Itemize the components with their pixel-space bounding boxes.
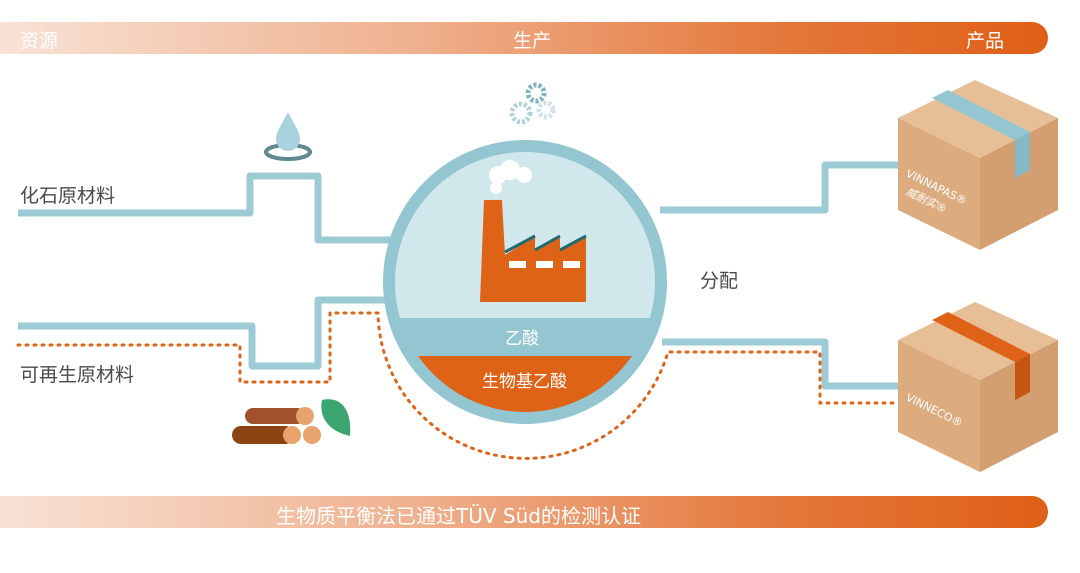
header-production: 生产 xyxy=(513,30,552,52)
fossil-pipe xyxy=(18,172,392,244)
wood-logs-icon xyxy=(232,407,321,444)
vinneco-box xyxy=(898,302,1058,472)
water-drop-icon xyxy=(264,112,312,161)
vinnapas-pipe xyxy=(660,161,898,214)
fossil-raw-material-label: 化石原材料 xyxy=(20,185,116,207)
renewable-raw-material-label: 可再生原材料 xyxy=(20,364,135,386)
renewable-pipe xyxy=(18,296,392,370)
pipes xyxy=(18,161,898,390)
bio-dotted-path xyxy=(16,311,900,460)
vinnapas-box xyxy=(898,80,1058,250)
certification-text: 生物质平衡法已通过TÜV Süd的检测认证 xyxy=(276,504,641,528)
footer-bar: 生物质平衡法已通过TÜV Süd的检测认证 xyxy=(0,496,1048,528)
gears-icon xyxy=(509,82,556,125)
distribution-label: 分配 xyxy=(700,270,739,292)
bio-acetic-acid-label: 生物基乙酸 xyxy=(482,372,567,392)
header-products: 产品 xyxy=(966,30,1005,52)
factory-icon xyxy=(480,160,587,302)
header-bar: 资源 生产 产品 xyxy=(0,22,1048,54)
vinneco-pipe xyxy=(662,338,898,390)
leaf-icon xyxy=(321,399,351,436)
header-resources: 资源 xyxy=(20,30,59,52)
acetic-acid-label: 乙酸 xyxy=(505,329,539,349)
